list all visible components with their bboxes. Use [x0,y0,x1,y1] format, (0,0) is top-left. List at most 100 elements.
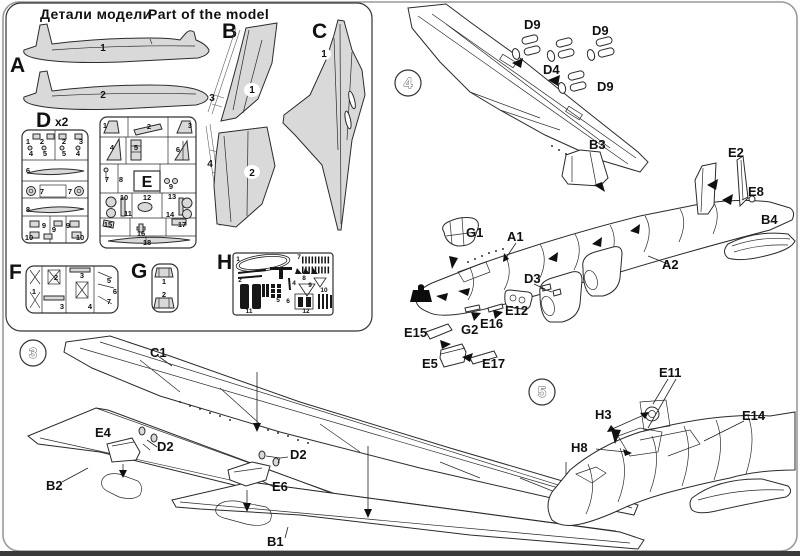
callout-b4: B4 [761,212,778,227]
callout-d2: D2 [157,439,174,454]
part-number: 6 [176,145,180,154]
assembly-step-3: 3 [19,335,645,550]
part-number: 2 [249,168,255,179]
part-number: 9 [169,182,173,191]
callout-e15: E15 [404,325,427,340]
part-number: 1 [321,49,327,60]
part-number: 12 [302,308,310,315]
callout-e12: E12 [505,303,528,318]
callout-e16: E16 [480,316,503,331]
part-number: 6 [26,166,30,175]
callout-e14: E14 [742,408,766,423]
part-number: 4 [29,149,34,158]
part-number: 2 [40,137,44,146]
part-number: 6 [113,287,117,296]
sprue-e: E 1 2 3 4 5 6 7 8 9 10 11 12 13 14 15 16… [99,116,197,249]
fuselage-half-part [23,23,210,63]
sprue-b-letter: B [222,20,237,43]
callout-b3: B3 [589,137,606,152]
part-number: 1 [100,43,106,54]
sprue-f-letter: F [9,261,22,284]
wing-half-part [220,22,278,122]
callout-e6: E6 [272,479,288,494]
part-number: 9 [52,225,56,234]
callout-d9: D9 [592,23,609,38]
page-title-en: Part of the model [148,6,269,22]
part-number: 3 [209,93,215,104]
part-number: 10 [76,233,84,242]
fin-part-b3 [561,149,609,187]
callout-a2: A2 [662,257,679,272]
assembly-step-5: 5 E11 H3 E14 H8 [528,365,796,526]
part-number: 2 [162,290,166,299]
step-number-circle [528,378,556,406]
part-number: 1 [26,137,30,146]
part-number: 12 [143,193,151,202]
weight-icon [410,284,432,302]
sprue-d-letter: D [36,109,51,132]
part-number: 11 [124,209,132,218]
part-number: 5 [134,143,138,152]
nose-fuselage-drawing [547,411,796,526]
part-number: 6 [286,298,290,305]
part-number: 3 [80,271,84,280]
part-number: 8 [26,205,30,214]
callout-e8: E8 [748,184,764,199]
part-number: 1 [32,287,36,296]
step-number-circle [19,339,47,367]
part-number: 3 [188,121,192,130]
callout-e11: E11 [659,365,681,380]
page-title-ru: Детали модели [40,6,152,22]
part-number: 15 [104,220,112,229]
part-number: 7 [68,187,72,196]
sprue-g-letter: G [131,260,147,283]
wing-c1-drawing [63,335,639,516]
part-number: 8 [302,275,306,282]
part-number: 2 [100,90,106,101]
part-d2 [258,450,266,460]
part-number: 2 [54,273,58,282]
callout-e5: E5 [422,356,438,371]
part-number: 5 [107,276,111,285]
sprue-d: D x2 1 2 2 3 4 5 5 [21,109,89,244]
part-number: 9 [66,221,70,230]
step-number: 4 [404,75,413,92]
part-number: 2 [147,122,151,131]
sprue-e-letter: E [142,174,153,191]
callout-e4: E4 [95,425,112,440]
callout-d9: D9 [524,17,541,32]
part-number: 5 [62,149,66,158]
callout-e17: E17 [482,356,505,371]
part-number: 4 [76,149,81,158]
part-number: 3 [279,272,283,279]
sprue-c-letter: C [312,20,327,43]
part-number: 4 [292,280,296,287]
upper-wing-drawing [407,3,649,173]
callout-d4: D4 [543,62,560,77]
callout-d3: D3 [524,271,541,286]
part-number: 7 [107,297,111,306]
fuselage-half-part [23,70,209,110]
part-number: 10 [120,193,128,202]
assembly-step-4: 4 [394,3,796,371]
fin-part-e2 [736,155,749,208]
sprue-a-letter: A [10,54,25,77]
part-number: 4 [88,302,93,311]
sprue-f: F 1 2 3 3 4 5 6 7 [9,261,119,314]
part-e6 [227,461,271,487]
part-d2 [138,426,146,436]
part-number: 13 [168,192,176,201]
part-number: 7 [297,254,301,261]
part-number: 2 [238,277,242,284]
part-number: 1 [162,277,166,286]
part-number: 5 [43,149,47,158]
callout-a1: A1 [507,229,524,244]
sprue-h: H 1 2 [217,251,334,316]
part-number: 4 [207,159,213,170]
callout-d9: D9 [597,79,614,94]
sprue-c: C 1 [282,19,366,231]
callout-g1: G1 [466,225,483,240]
step-number: 3 [29,345,37,362]
parts-panel: Детали модели Part of the model A 1 2 B … [9,6,366,316]
